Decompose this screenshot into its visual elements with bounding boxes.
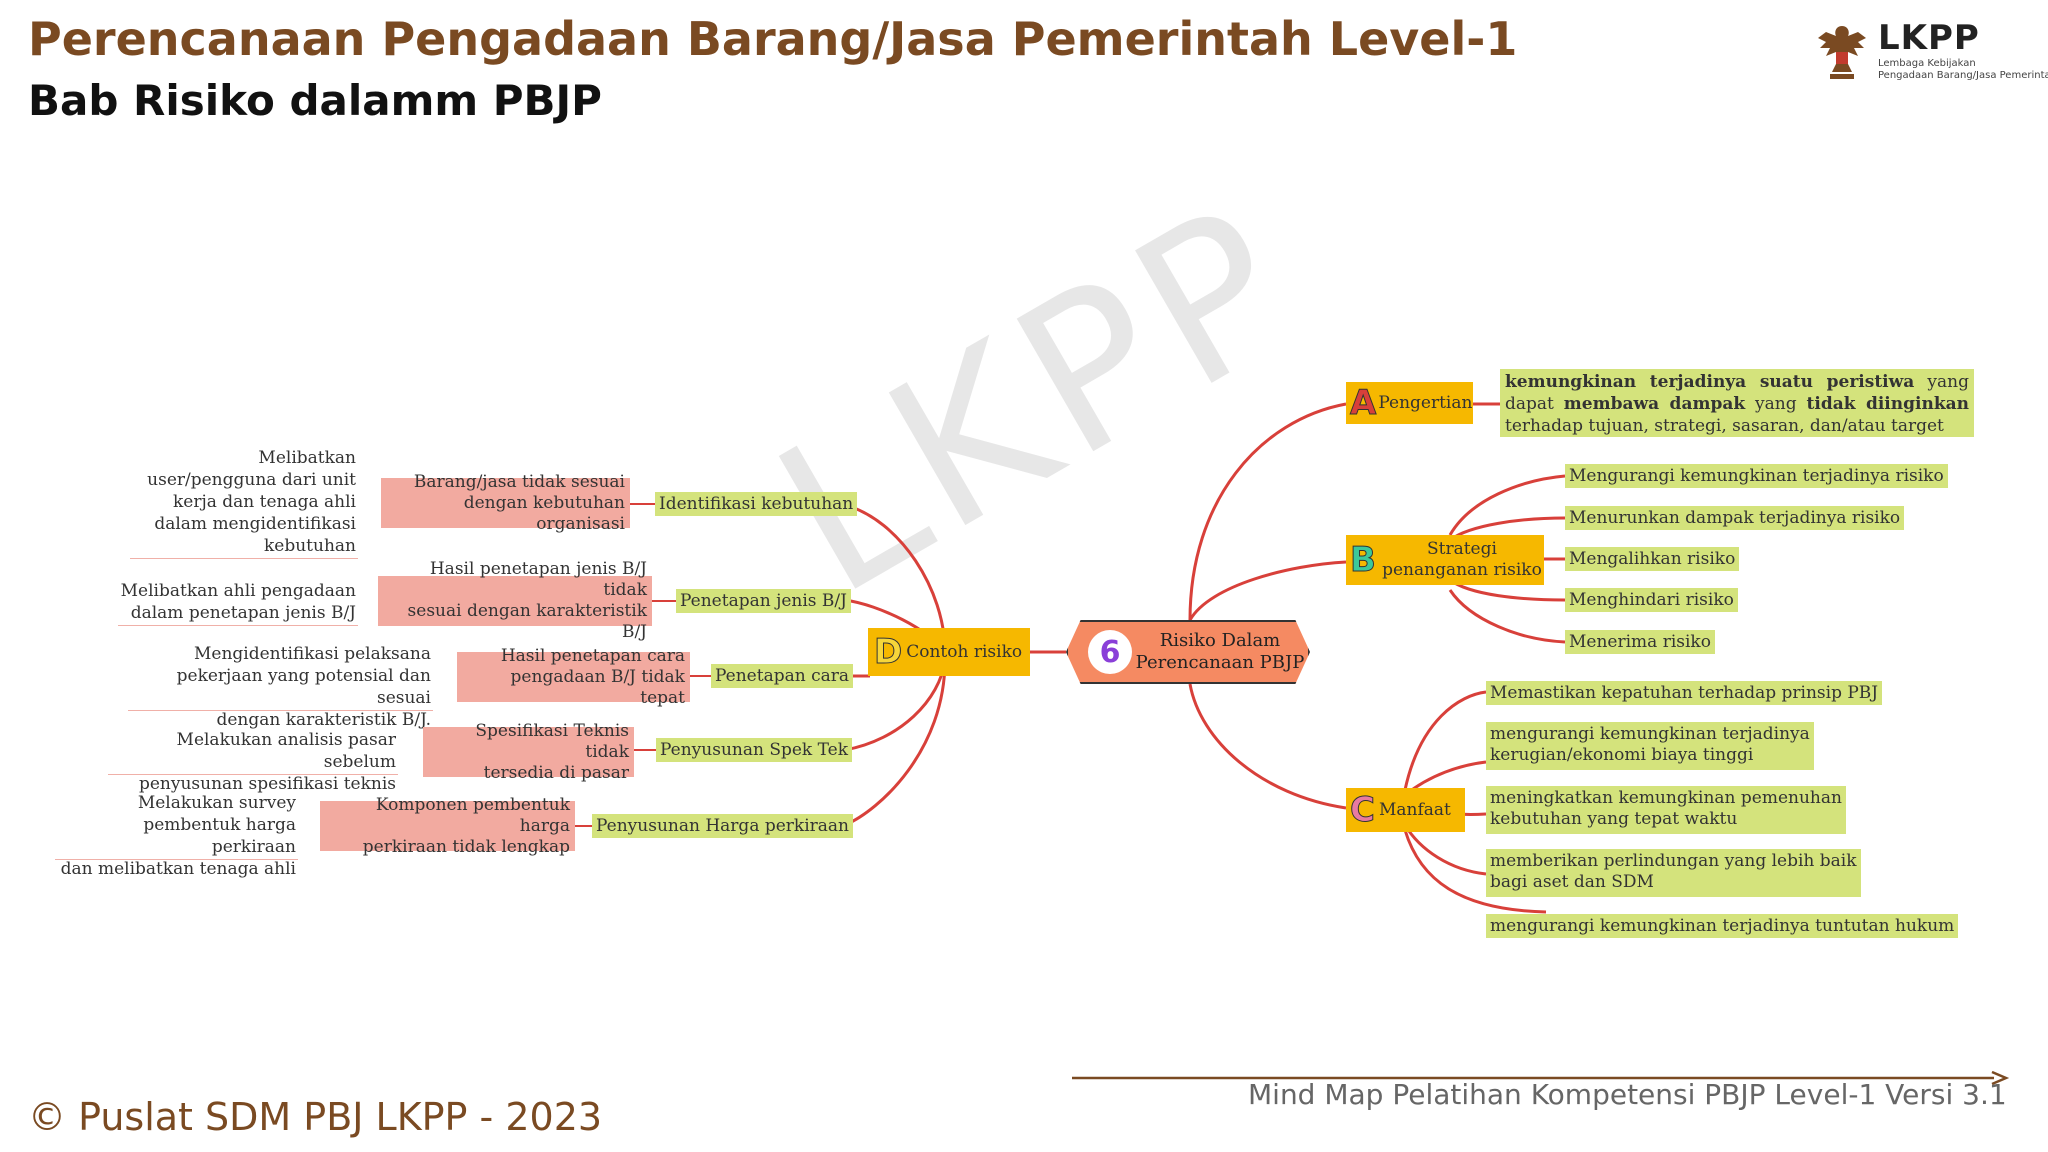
- strategy-item[interactable]: Menurunkan dampak terjadinya risiko: [1565, 506, 1905, 530]
- letter-c-icon: C: [1350, 790, 1376, 830]
- branch-a-node[interactable]: A Pengertian: [1346, 382, 1473, 424]
- caption-arrow-icon: [1072, 1070, 2010, 1086]
- branch-c-label: Manfaat: [1378, 799, 1451, 820]
- stage-identifikasi-kebutuhan[interactable]: Identifikasi kebutuhan: [655, 492, 858, 516]
- branch-d-node[interactable]: D Contoh risiko: [868, 628, 1030, 676]
- stage-penyusunan-harga[interactable]: Penyusunan Harga perkiraan: [592, 814, 854, 838]
- garuda-emblem-icon: [1818, 26, 1866, 79]
- letter-b-icon: B: [1350, 540, 1377, 580]
- benefit-item[interactable]: mengurangi kemungkinan terjadinya tuntut…: [1486, 914, 1959, 938]
- branch-c-node[interactable]: C Manfaat: [1346, 788, 1465, 832]
- strategy-item[interactable]: Menerima risiko: [1565, 630, 1715, 654]
- branch-d-label: Contoh risiko: [906, 641, 1023, 662]
- logo-wordmark: LKPP: [1878, 18, 1980, 58]
- logo-subtitle: Lembaga Kebijakan Pengadaan Barang/Jasa …: [1878, 58, 2048, 81]
- page-title: Perencanaan Pengadaan Barang/Jasa Pemeri…: [28, 12, 1518, 66]
- letter-d-icon: D: [873, 632, 903, 672]
- connector-center-b: [1188, 560, 1347, 621]
- strategy-item[interactable]: Mengalihkan risiko: [1565, 547, 1740, 571]
- copyright-text: © Puslat SDM PBJ LKPP - 2023: [28, 1095, 603, 1139]
- strategy-item[interactable]: Mengurangi kemungkinan terjadinya risiko: [1565, 464, 1948, 488]
- chapter-number-badge: 6: [1088, 630, 1132, 674]
- letter-a-icon: A: [1349, 383, 1377, 423]
- definition-text: kemungkinan terjadinya suatu peristiwa y…: [1500, 369, 1974, 437]
- stage-penetapan-cara[interactable]: Penetapan cara: [711, 664, 853, 688]
- connector-center-c: [1188, 683, 1347, 810]
- lkpp-logo: LKPP Lembaga Kebijakan Pengadaan Barang/…: [1812, 18, 2048, 84]
- benefit-item[interactable]: Memastikan kepatuhan terhadap prinsip PB…: [1486, 681, 1883, 705]
- mindmap-caption: Mind Map Pelatihan Kompetensi PBJP Level…: [1248, 1078, 2007, 1111]
- central-topic-node[interactable]: 6 Risiko Dalam Perencanaan PBJP: [1066, 620, 1310, 684]
- connector-b-1: [1448, 474, 1566, 536]
- connector-d-harga: [844, 659, 947, 827]
- connector-center-a: [1188, 402, 1347, 621]
- stage-penyusunan-spek[interactable]: Penyusunan Spek Tek: [656, 738, 853, 762]
- page-subtitle: Bab Risiko dalamm PBJP: [28, 76, 602, 125]
- central-topic-label: Risiko Dalam Perencanaan PBJP: [1135, 630, 1305, 673]
- strategy-item[interactable]: Menghindari risiko: [1565, 588, 1738, 612]
- stage-penetapan-jenis[interactable]: Penetapan jenis B/J: [676, 589, 851, 613]
- branch-a-label: Pengertian: [1378, 392, 1473, 413]
